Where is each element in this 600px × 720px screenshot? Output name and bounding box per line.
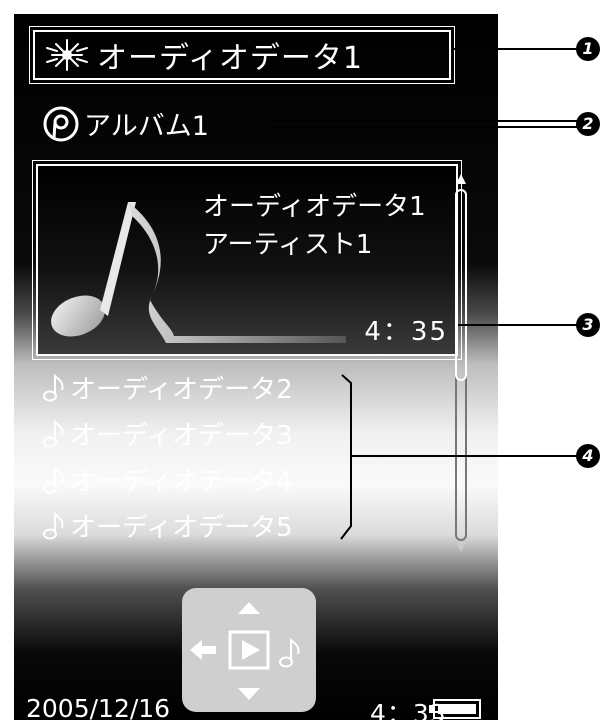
album-name: アルバム1 [84, 111, 209, 142]
battery-icon [429, 699, 481, 719]
now-playing-title: オーディオデータ1 [97, 41, 363, 76]
callout-badge-2: 2 [576, 112, 600, 136]
music-note-artwork [51, 202, 346, 343]
scrollbar-thumb [455, 189, 467, 381]
scroll-down-arrow-icon [456, 542, 466, 552]
now-playing-panel[interactable]: オーディオデータ1 アーティスト1 4：35 [32, 160, 462, 360]
music-note-icon [43, 465, 64, 494]
list-item-label: オーディオデータ5 [70, 512, 293, 543]
track-list: オーディオデータ2 オーディオデータ3 オーディオデータ4 オーディオデータ5 [42, 364, 342, 548]
list-item[interactable]: オーディオデータ3 [42, 410, 342, 456]
up-arrow-icon [238, 602, 260, 614]
list-item-label: オーディオデータ2 [70, 374, 293, 405]
list-item[interactable]: オーディオデータ4 [42, 456, 342, 502]
dpad-control[interactable] [182, 588, 316, 712]
music-note-icon [43, 373, 64, 402]
dpad-icon [190, 602, 300, 700]
callout-badge-4: 4 [576, 444, 600, 468]
now-playing-track-title: オーディオデータ1 [203, 192, 426, 222]
scrollbar[interactable] [454, 172, 468, 552]
now-playing-artist: アーティスト1 [203, 230, 373, 260]
album-row: アルバム1 [42, 104, 209, 143]
player-screen: オーディオデータ1 アルバム1 オーディオデータ1 アーティスト1 4： [14, 14, 498, 720]
list-item-label: オーディオデータ4 [70, 466, 293, 497]
scrollbar-track [455, 189, 467, 541]
down-arrow-icon [238, 688, 260, 700]
list-item[interactable]: オーディオデータ2 [42, 364, 342, 410]
callout-badge-3: 3 [576, 313, 600, 337]
music-note-icon [279, 637, 300, 668]
music-note-icon [43, 419, 64, 448]
play-icon [242, 640, 260, 660]
list-item[interactable]: オーディオデータ5 [42, 502, 342, 548]
track-duration: 4：35 [364, 317, 448, 347]
sparkle-icon [46, 39, 88, 71]
album-disc-icon [43, 106, 79, 141]
date-display: 2005/12/16 [26, 694, 171, 720]
title-bar: オーディオデータ1 [29, 26, 455, 84]
scroll-up-arrow-icon [456, 174, 466, 184]
music-note-icon [43, 511, 64, 540]
list-item-label: オーディオデータ3 [70, 420, 293, 451]
back-arrow-icon [190, 640, 216, 660]
clock-display: 4：33 [370, 699, 447, 720]
callout-badge-1: 1 [576, 37, 600, 61]
